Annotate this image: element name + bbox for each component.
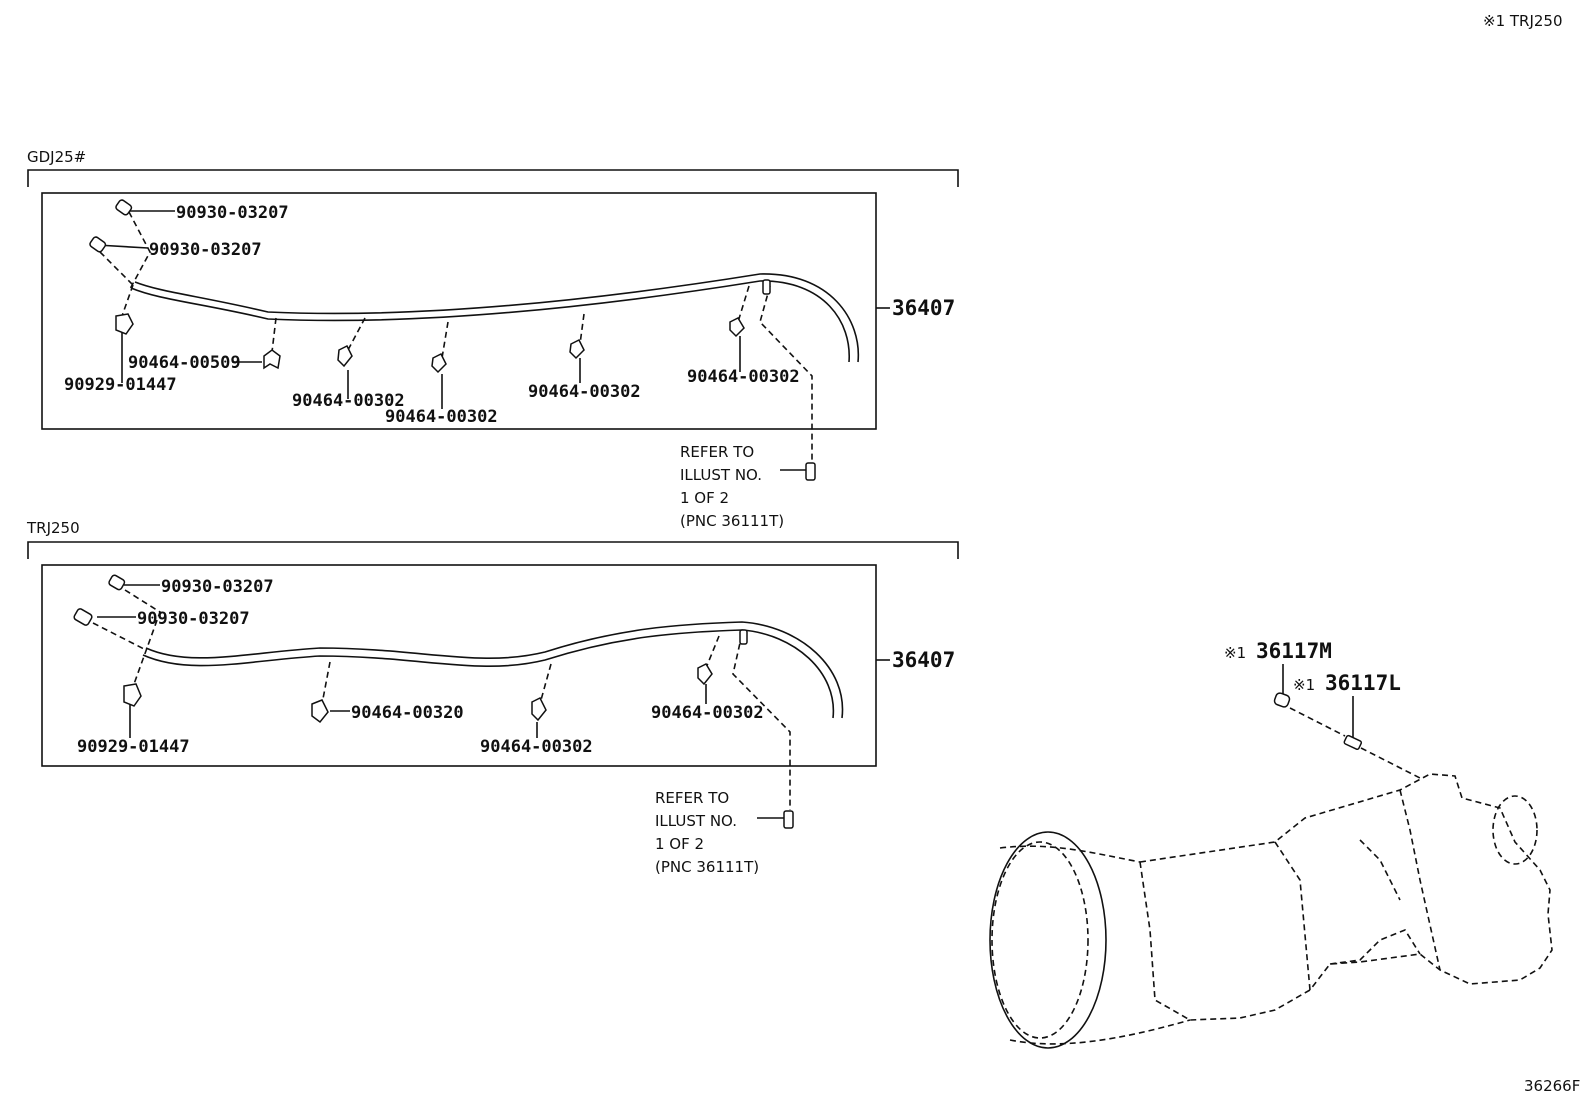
trj-section: TRJ250 90930-03207 90930-03207 909 (26, 519, 959, 876)
trj-part-label: 90930-03207 (161, 577, 274, 597)
gdj-refer-line: REFER TO (680, 443, 754, 461)
trj-refer-line: REFER TO (655, 789, 729, 807)
trj-assembly-label: 36407 (892, 648, 955, 672)
illustration-code: 36266F (1524, 1077, 1580, 1095)
gdj-part-label: 90464-00302 (528, 382, 641, 402)
gdj-refer-line: (PNC 36111T) (680, 512, 784, 530)
transmission-bell-housing (991, 841, 1089, 1039)
trj-part-label: 90464-00302 (651, 703, 764, 723)
trj-tube (145, 621, 844, 719)
gdj-frame (41, 192, 877, 430)
gdj-part-label: 90464-00302 (687, 367, 800, 387)
transmission-part-label: 36117L (1325, 671, 1401, 695)
gdj-part-label: 90464-00302 (292, 391, 405, 411)
gdj-section: GDJ25# (27, 148, 959, 530)
gdj-assembly-label: 36407 (892, 296, 955, 320)
trj-part-label: 90464-00302 (480, 737, 593, 757)
gdj-part-label: 90930-03207 (176, 203, 289, 223)
gdj-part-label: 90930-03207 (149, 240, 262, 260)
trj-refer-line: (PNC 36111T) (655, 858, 759, 876)
trj-refer-line: ILLUST NO. (655, 812, 737, 830)
gdj-refer-line: 1 OF 2 (680, 489, 729, 507)
gdj-part-label: 90464-00302 (385, 407, 498, 427)
transmission-mark: ※1 (1224, 644, 1246, 662)
trj-section-label: TRJ250 (26, 519, 80, 537)
trj-part-label: 90930-03207 (137, 609, 250, 629)
gdj-part-label: 90464-00509 (128, 353, 241, 373)
gdj-refer-line: ILLUST NO. (680, 466, 762, 484)
model-note: ※1 TRJ250 (1483, 12, 1563, 30)
trj-part-label: 90929-01447 (77, 737, 190, 757)
gdj-bracket (27, 169, 959, 187)
gdj-tube (134, 273, 860, 363)
transmission-group: ※1 36117M ※1 36117L (989, 639, 1553, 1049)
trj-frame (41, 564, 877, 767)
transmission-case (1139, 773, 1553, 1021)
gdj-section-label: GDJ25# (27, 148, 86, 166)
trj-refer-line: 1 OF 2 (655, 835, 704, 853)
transmission-part-label: 36117M (1256, 639, 1332, 663)
trj-part-label: 90464-00320 (351, 703, 464, 723)
gdj-part-label: 90929-01447 (64, 375, 177, 395)
transmission-mark: ※1 (1293, 676, 1315, 694)
trj-bracket (27, 541, 959, 559)
